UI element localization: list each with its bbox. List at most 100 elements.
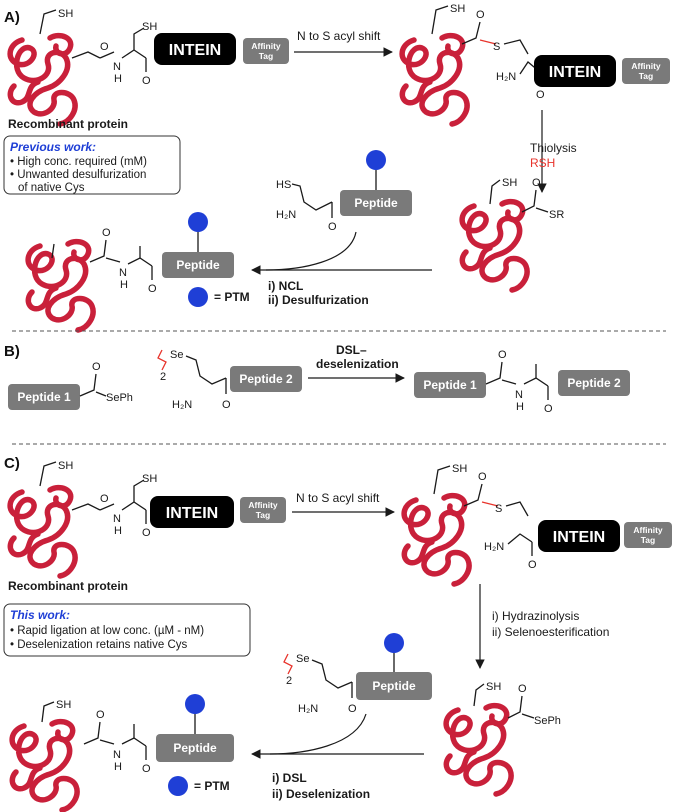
- peptide-1-box: [8, 384, 80, 410]
- nitrogen-label: N: [113, 513, 121, 525]
- peptide-2-box: [230, 366, 302, 392]
- ptm-legend-label-c: = PTM: [194, 779, 230, 793]
- peptide-2-label: Peptide 2: [567, 376, 621, 390]
- hydrogen-label: H: [114, 525, 122, 537]
- cys-thiol-label: SH: [142, 473, 157, 485]
- oxygen-label: O: [476, 9, 485, 21]
- carbonyl-o-label: O: [328, 221, 337, 233]
- step-c3-line1: i) DSL: [272, 771, 307, 785]
- ptm-legend-circle-c: [168, 776, 188, 796]
- selenocystine-peptide-c: 2 Se H₂N O Peptide: [283, 633, 432, 715]
- oxygen-label: O: [102, 227, 111, 239]
- sr-label: SR: [549, 209, 564, 221]
- intein-label: INTEIN: [553, 529, 605, 546]
- sulfur-label: S: [495, 503, 502, 515]
- intein-label: INTEIN: [549, 64, 601, 81]
- dimer-2-label: 2: [286, 675, 292, 687]
- amine-label: H₂N: [496, 71, 516, 83]
- carbonyl-o-label: O: [142, 75, 151, 87]
- product-c: SH O N H O Peptide: [12, 694, 234, 810]
- affinity-label: Affinity: [631, 61, 661, 71]
- seph-label: SePh: [534, 715, 561, 727]
- step-b-line1: DSL–: [336, 343, 367, 357]
- carbonyl-o-label: O: [544, 403, 553, 415]
- oxygen-label: O: [518, 683, 527, 695]
- alkyl-thioester-a: SH O SR: [462, 177, 564, 290]
- this-work-title: This work:: [10, 608, 70, 622]
- thiol-label: SH: [486, 681, 501, 693]
- thioester-intermediate-a: SH O S H₂N O INTEIN Affinity Tag: [402, 3, 670, 124]
- recombinant-label-c: Recombinant protein: [8, 579, 128, 593]
- ptm-legend-circle-a: [188, 287, 208, 307]
- hs-label: HS: [276, 179, 291, 191]
- selenoester-c: SH O SePh: [446, 681, 561, 794]
- peptide-box: [340, 190, 412, 216]
- selenoester-peptide-1: Peptide 1 O SePh: [8, 361, 133, 410]
- amine-label: H₂N: [298, 703, 318, 715]
- affinity-tag-box: [243, 38, 289, 64]
- peptide-label: Peptide: [354, 196, 398, 210]
- peptide-1-box: [414, 372, 486, 398]
- product-a: O N H O Peptide: [28, 212, 234, 330]
- oxygen-label: O: [100, 41, 109, 53]
- thiol-label: SH: [452, 463, 467, 475]
- carbonyl-o-label: O: [536, 89, 545, 101]
- intein-box: [154, 33, 236, 65]
- tag-label: Tag: [639, 71, 653, 81]
- step-b-line2: deselenization: [316, 357, 399, 371]
- product-b: Peptide 1 O N H O Peptide 2: [414, 349, 630, 415]
- nitrogen-label: N: [515, 389, 523, 401]
- carbonyl-o-label: O: [142, 763, 151, 775]
- previous-work-item-3: of native Cys: [18, 182, 85, 194]
- peptide-box: [162, 252, 234, 278]
- previous-work-title: Previous work:: [10, 140, 96, 154]
- peptide-label: Peptide: [173, 741, 217, 755]
- thioester-intermediate-c: SH O S H₂N O INTEIN Affinity Tag: [404, 463, 672, 584]
- oxygen-label: O: [92, 361, 101, 373]
- oxygen-label: O: [498, 349, 507, 361]
- section-b-label: B): [4, 343, 20, 360]
- oxygen-label: O: [100, 493, 109, 505]
- cys-thiol-label: SH: [142, 21, 157, 33]
- recombinant-label-a: Recombinant protein: [8, 117, 128, 131]
- hydrogen-label: H: [516, 401, 524, 413]
- oxygen-label: O: [96, 709, 105, 721]
- recombinant-protein-a: SH O N H SH O INTEIN Affinity Tag: [10, 8, 289, 124]
- previous-work-item-1: • High conc. required (mM): [10, 156, 147, 168]
- affinity-label: Affinity: [633, 525, 663, 535]
- thiol-label: SH: [502, 177, 517, 189]
- thiol-label: SH: [450, 3, 465, 15]
- seph-label: SePh: [106, 392, 133, 404]
- carbonyl-o-label: O: [142, 527, 151, 539]
- affinity-tag-box: [624, 522, 672, 548]
- recombinant-protein-c: SH O N H SH O INTEIN Affinity Tag: [10, 460, 286, 576]
- step-c2-line1: i) Hydrazinolysis: [492, 609, 579, 623]
- merge-curve-a: [265, 231, 357, 271]
- carbonyl-o-label: O: [222, 399, 231, 411]
- thiol-label: SH: [58, 8, 73, 20]
- affinity-label: Affinity: [251, 41, 281, 51]
- ptm-circle: [366, 150, 386, 170]
- peptide-1-label: Peptide 1: [17, 390, 71, 404]
- this-work-item-1: • Rapid ligation at low conc. (µM - nM): [10, 625, 204, 637]
- hydrogen-label: H: [114, 761, 122, 773]
- hydrogen-label: H: [114, 73, 122, 85]
- peptide-2-box: [558, 370, 630, 396]
- cys-peptide-a: HS H₂N O Peptide: [276, 150, 412, 233]
- peptide-label: Peptide: [372, 679, 416, 693]
- intein-box: [150, 496, 234, 528]
- tag-label: Tag: [259, 51, 273, 61]
- se-label: Se: [170, 349, 183, 361]
- oxygen-label: O: [532, 177, 541, 189]
- affinity-tag-box: [240, 497, 286, 523]
- amine-label: H₂N: [276, 209, 296, 221]
- peptide-box: [156, 734, 234, 762]
- step-c1-label: N to S acyl shift: [296, 491, 380, 505]
- peptide-2-label: Peptide 2: [239, 372, 293, 386]
- section-c-label: C): [4, 455, 20, 472]
- oxygen-label: O: [478, 471, 487, 483]
- tag-label: Tag: [641, 535, 655, 545]
- step-a3-line2: ii) Desulfurization: [268, 293, 369, 307]
- previous-work-item-2: • Unwanted desulfurization: [10, 169, 146, 181]
- nitrogen-label: N: [113, 749, 121, 761]
